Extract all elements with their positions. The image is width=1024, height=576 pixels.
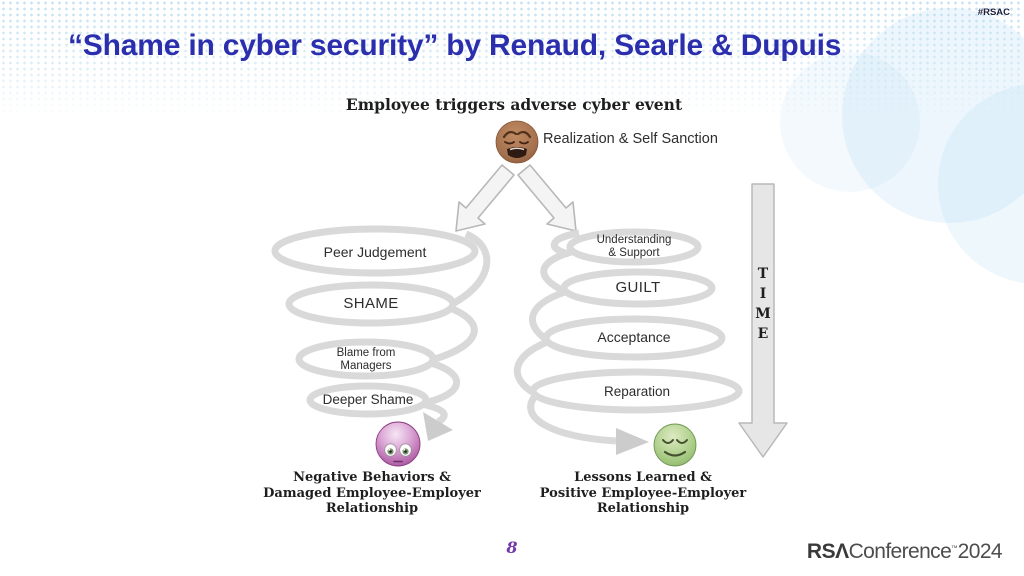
- right-spiral: [513, 228, 743, 455]
- logo-year-text: 2024: [957, 540, 1003, 563]
- rsac-hashtag: #RSAC: [977, 7, 1010, 18]
- diagram-heading: Employee triggers adverse cyber event: [345, 95, 683, 114]
- background-circle: [780, 52, 920, 192]
- left-step-blame-from-managers: Blame from Managers: [336, 347, 396, 372]
- logo-trademark: ™: [951, 545, 958, 552]
- right-outcome-caption: Lessons Learned & Positive Employee-Empl…: [539, 470, 747, 516]
- split-arrow-right: [517, 164, 577, 232]
- right-step-reparation: Reparation: [603, 384, 671, 399]
- anguished-face-emoji: [495, 120, 539, 164]
- right-step-acceptance: Acceptance: [597, 329, 671, 345]
- relieved-green-face-emoji: [653, 423, 697, 467]
- time-arrow-label: T I M E: [755, 266, 771, 342]
- logo-conference-text: Conference: [848, 540, 952, 563]
- shocked-purple-face-emoji: [375, 421, 421, 467]
- right-step-guilt: GUILT: [615, 279, 661, 296]
- rsa-conference-logo: RSΛConference™2024: [806, 540, 1003, 564]
- left-outcome-caption: Negative Behaviors & Damaged Employee-Em…: [263, 470, 481, 516]
- left-spiral-arrowhead: [423, 412, 453, 441]
- right-spiral-arrowhead: [616, 428, 649, 455]
- left-spiral: [271, 225, 491, 441]
- split-arrow-left: [455, 164, 515, 232]
- page-number: 8: [506, 538, 518, 557]
- slide-title: “Shame in cyber security” by Renaud, Sea…: [68, 29, 842, 62]
- background-circle: [842, 8, 1024, 223]
- left-step-peer-judgement: Peer Judgement: [323, 244, 427, 260]
- realization-label: Realization & Self Sanction: [543, 131, 718, 147]
- right-step-understanding-support: Understanding & Support: [596, 234, 672, 259]
- logo-rsa-text: RSΛ: [806, 540, 849, 563]
- halftone-dot-band: [0, 0, 1024, 118]
- left-step-shame: SHAME: [343, 295, 399, 312]
- time-arrow: [738, 183, 788, 458]
- left-step-deeper-shame: Deeper Shame: [322, 392, 414, 407]
